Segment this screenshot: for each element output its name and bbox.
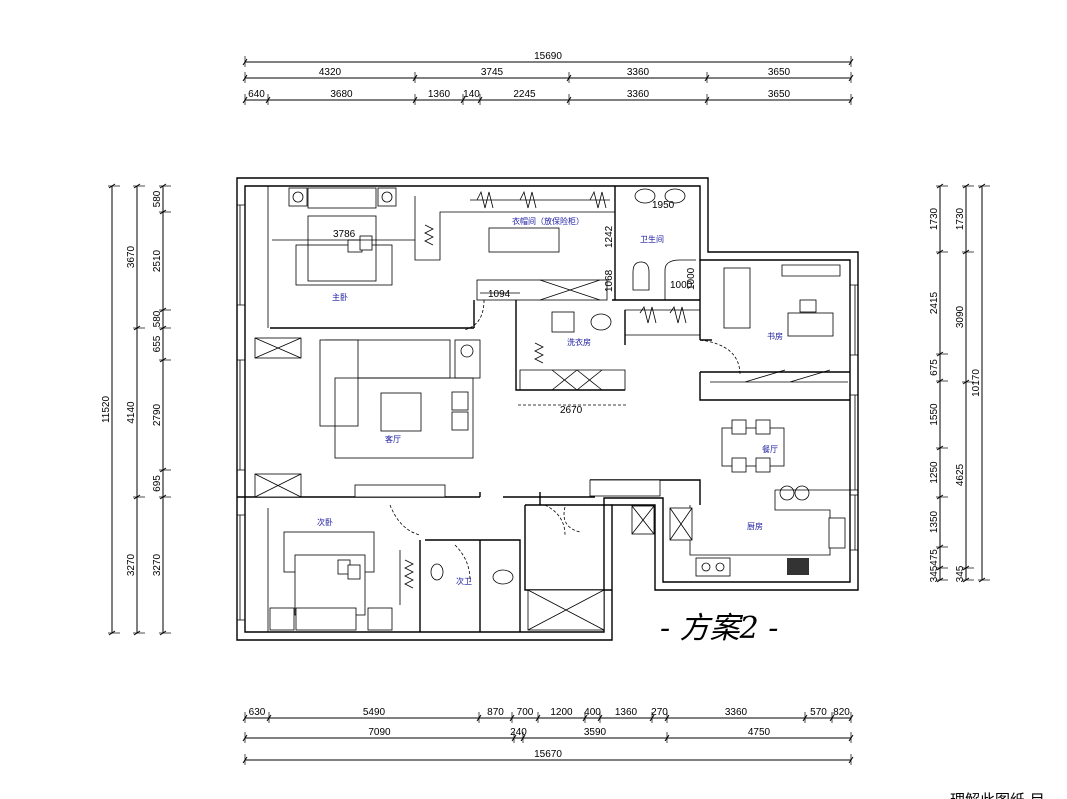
dimension-label: 1550 — [929, 403, 940, 426]
room-labels: 主卧 衣帽间（放保险柜） 卫生间 洗衣房 书房 客厅 餐厅 次卧 次卫 厨房 — [317, 216, 783, 586]
dimension-label: 4625 — [955, 463, 966, 486]
dimension-label: 3670 — [126, 245, 137, 268]
closet-island — [488, 227, 560, 253]
master-bed-pillows — [307, 187, 377, 209]
dimension-label: 580 — [152, 190, 163, 207]
dimension-label: 3650 — [768, 89, 791, 100]
dimension-label: 640 — [248, 89, 265, 100]
dim-shower-height: 1000 — [686, 267, 697, 290]
dimension-label: 3650 — [768, 67, 791, 78]
room-label-master-bedroom: 主卧 — [332, 292, 348, 302]
dimension-label: 3680 — [330, 89, 353, 100]
dimension-label: 345 — [929, 565, 940, 582]
dim-door: 1094 — [488, 289, 511, 300]
dimension-lines: 15690 4320 3745 3360 3650 640 3680 1360 140 2245 3… — [101, 51, 990, 765]
dimension-label: 655 — [152, 335, 163, 352]
dim-toilet-wall: 1068 — [604, 269, 615, 292]
footer-note: 理解此图纸 目 — [950, 791, 1045, 799]
dimension-label: 4320 — [319, 67, 342, 78]
dimension-label: 580 — [152, 310, 163, 327]
room-label-kitchen: 厨房 — [747, 521, 763, 531]
dimension-label: 1350 — [929, 510, 940, 533]
dimension-label: 2790 — [152, 403, 163, 426]
dimension-label: 2245 — [513, 89, 536, 100]
dimension-label: 11520 — [101, 396, 112, 424]
dimension-label: 3090 — [955, 305, 966, 328]
dimension-label: 2415 — [929, 291, 940, 314]
living-rug — [334, 377, 474, 459]
dimension-label: 700 — [517, 707, 534, 718]
dim-laundry-width: 2670 — [560, 405, 583, 416]
coffee-table — [380, 392, 422, 432]
dim-bed-width: 3786 — [333, 229, 356, 240]
dimension-label: 345 — [955, 565, 966, 582]
dimension-label: 5490 — [363, 707, 386, 718]
walls — [236, 177, 859, 641]
dimension-label: 3590 — [584, 727, 607, 738]
sink — [634, 188, 656, 204]
room-label-dining-room: 餐厅 — [762, 445, 778, 454]
dimension-label: 3360 — [627, 89, 650, 100]
dim-shower-width: 1000 — [670, 280, 693, 291]
dimension-label: 15690 — [534, 51, 562, 62]
room-label-laundry: 洗衣房 — [567, 337, 591, 347]
dimension-label: 3745 — [481, 67, 504, 78]
dimension-label: 240 — [510, 727, 527, 738]
dimension-label: 1360 — [615, 707, 638, 718]
dimension-label: 1360 — [428, 89, 451, 100]
dimension-label: 1250 — [929, 461, 940, 484]
room-label-bathroom: 卫生间 — [640, 234, 664, 244]
second-bed — [294, 554, 366, 616]
dimension-label: 400 — [584, 707, 601, 718]
dimension-label: 1730 — [929, 207, 940, 230]
toilet — [632, 261, 650, 291]
dimension-label: 1200 — [550, 707, 573, 718]
kitchen-sink — [787, 558, 809, 575]
room-label-second-bathroom: 次卫 — [456, 576, 472, 586]
dimension-label: 4750 — [748, 727, 771, 738]
dimension-label: 7090 — [368, 727, 391, 738]
dimension-label: 675 — [929, 359, 940, 376]
dimension-label: 3360 — [627, 67, 650, 78]
stove — [695, 557, 731, 577]
room-label-walk-in-closet: 衣帽间（放保险柜） — [512, 216, 584, 226]
dimension-label: 140 — [463, 89, 480, 100]
dim-closet-depth: 1242 — [604, 225, 615, 248]
dimension-label: 870 — [487, 707, 504, 718]
interior-dimensions: 3786 1242 1950 1068 1000 1000 1094 2670 — [272, 200, 697, 416]
dimension-label: 2510 — [152, 249, 163, 272]
room-label-second-bedroom: 次卧 — [317, 517, 333, 527]
dimension-label: 630 — [249, 707, 266, 718]
second-toilet — [492, 569, 514, 585]
dimension-label: 475 — [929, 549, 940, 566]
tv-cabinet — [354, 484, 446, 498]
room-label-study: 书房 — [767, 331, 783, 341]
dimension-label: 570 — [810, 707, 827, 718]
desk — [787, 312, 834, 337]
furniture — [254, 187, 851, 631]
dimension-label: 820 — [833, 707, 850, 718]
study-rug — [723, 267, 751, 329]
dimension-label: 3360 — [725, 707, 748, 718]
dimension-label: 10170 — [971, 369, 982, 397]
plan-title: - 方案2 - — [660, 611, 778, 646]
dimension-label: 270 — [651, 707, 668, 718]
master-rug — [295, 244, 393, 286]
dimension-label: 3270 — [152, 553, 163, 576]
dimension-label: 1730 — [955, 207, 966, 230]
dimension-label: 695 — [152, 475, 163, 492]
dimension-label: 4140 — [126, 401, 137, 424]
washing-machine — [551, 311, 575, 333]
room-label-living-room: 客厅 — [385, 434, 401, 444]
dimension-label: 15670 — [534, 749, 562, 760]
dimension-label: 3270 — [126, 553, 137, 576]
dim-vanity: 1950 — [652, 200, 675, 211]
